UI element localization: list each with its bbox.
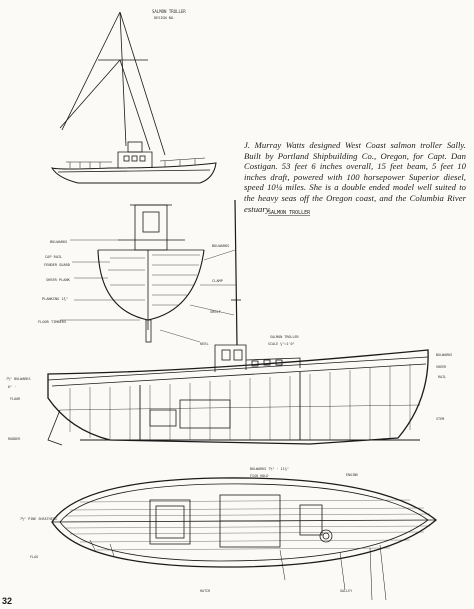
svg-text:6" ·: 6" · bbox=[8, 385, 16, 389]
svg-text:CAP RAIL: CAP RAIL bbox=[45, 255, 62, 259]
svg-text:HATCH: HATCH bbox=[200, 589, 210, 593]
svg-text:RUDDER: RUDDER bbox=[8, 437, 21, 441]
svg-text:SHELF: SHELF bbox=[210, 310, 221, 314]
svg-text:7½" BULWARKS: 7½" BULWARKS bbox=[6, 377, 31, 381]
body-plan-section: BULWARKS CAP RAIL FENDER GUARD SHEER PLA… bbox=[38, 204, 236, 346]
page-number: 32 bbox=[2, 596, 13, 606]
svg-text:FLOOR: FLOOR bbox=[10, 397, 21, 401]
inboard-profile: 7½" BULWARKS 6" · FLOOR BULWARKS SHEER R… bbox=[6, 199, 452, 446]
svg-text:STEM: STEM bbox=[436, 417, 444, 421]
svg-text:FLAG: FLAG bbox=[30, 555, 38, 559]
svg-text:BULWARKS 7½" · 11¼": BULWARKS 7½" · 11¼" bbox=[250, 467, 289, 472]
svg-text:GALLEY: GALLEY bbox=[340, 589, 352, 593]
drawing-title: SALMON TROLLER bbox=[268, 210, 311, 216]
svg-text:SALMON TROLLER: SALMON TROLLER bbox=[152, 9, 186, 14]
svg-text:BULWARKS: BULWARKS bbox=[436, 353, 452, 357]
svg-text:RAIL: RAIL bbox=[438, 375, 446, 379]
svg-text:FENDER GUARD: FENDER GUARD bbox=[44, 263, 70, 267]
svg-text:7½" PINE SHEATHING: 7½" PINE SHEATHING bbox=[20, 517, 57, 521]
svg-text:SHEER: SHEER bbox=[436, 365, 447, 369]
svg-text:DESIGN NO.: DESIGN NO. bbox=[154, 16, 175, 20]
sail-sketch: SALMON TROLLER DESIGN NO. bbox=[50, 9, 217, 184]
svg-text:CLAMP: CLAMP bbox=[212, 279, 223, 283]
svg-text:PLANKING 1¾": PLANKING 1¾" bbox=[42, 297, 68, 302]
deck-plan: 7½" PINE SHEATHING FLAG BULWARKS 7½" · 1… bbox=[20, 467, 438, 601]
photo-caption: J. Murray Watts designed West Coast salm… bbox=[244, 140, 466, 214]
svg-text:SCALE ¼"=1'0": SCALE ¼"=1'0" bbox=[268, 342, 295, 347]
svg-text:FISH HOLD: FISH HOLD bbox=[250, 474, 268, 478]
svg-text:BULWARKS: BULWARKS bbox=[50, 240, 67, 244]
svg-text:BULWARKS: BULWARKS bbox=[212, 244, 229, 248]
svg-text:SALMON TROLLER: SALMON TROLLER bbox=[270, 335, 300, 339]
svg-text:ENGINE: ENGINE bbox=[346, 473, 358, 477]
svg-text:FLOOR TIMBERS: FLOOR TIMBERS bbox=[38, 320, 66, 324]
svg-text:SHEER PLANK: SHEER PLANK bbox=[46, 278, 71, 282]
svg-text:KEEL: KEEL bbox=[200, 342, 209, 346]
